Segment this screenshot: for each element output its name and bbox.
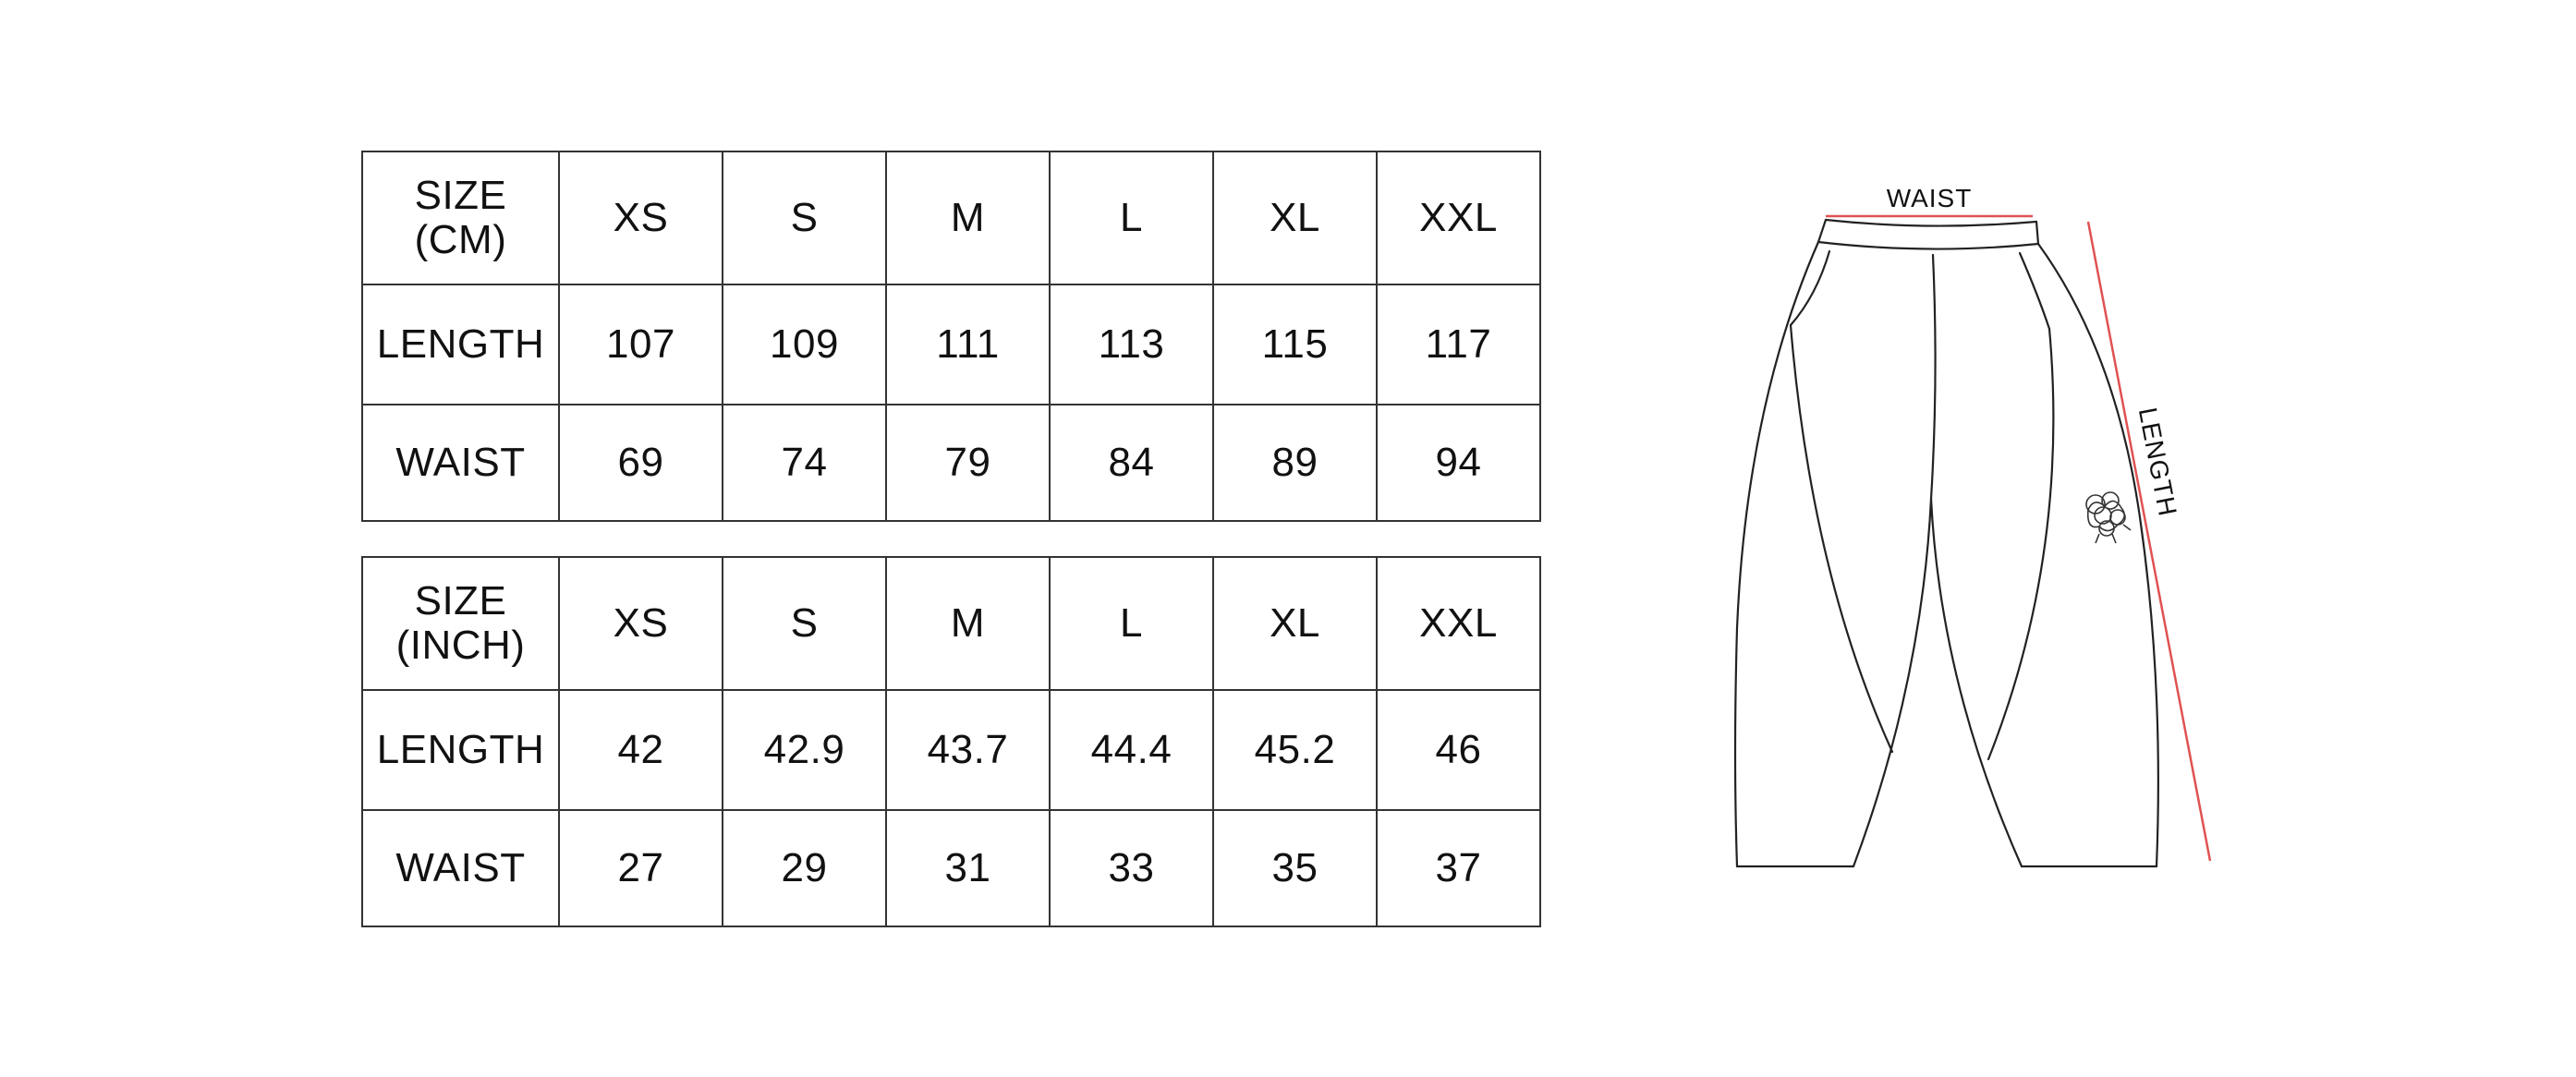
unit-header-label: (INCH) [395, 623, 526, 668]
table-row: WAIST 27 29 31 33 35 37 [361, 809, 1541, 927]
waistband-left [1817, 218, 1828, 244]
table-cell: 79 [885, 404, 1051, 522]
size-header-cell: XS [558, 151, 723, 285]
waistband-bottom [1817, 240, 2040, 250]
table-cell: 37 [1376, 809, 1541, 927]
table-cell: 109 [722, 284, 887, 405]
center-seam [1929, 253, 1937, 501]
size-unit-header: SIZE (CM) [361, 151, 560, 285]
table-cell: 33 [1049, 809, 1214, 927]
size-header-cell: L [1049, 556, 1214, 691]
right-leg-inner [1929, 497, 2023, 868]
left-leg-inner [1852, 497, 1933, 868]
length-measure-line [2086, 221, 2212, 862]
table-cell: 42 [558, 689, 723, 811]
table-cell: 74 [722, 404, 887, 522]
size-header-cell: L [1049, 151, 1214, 285]
size-header-cell: S [722, 151, 887, 285]
table-header-row: SIZE (INCH) XS S M L XL XXL [361, 556, 1541, 691]
waistband-top [1824, 218, 2038, 227]
size-table-inch: SIZE (INCH) XS S M L XL XXL LENGTH 42 42… [361, 556, 1541, 927]
table-cell: 46 [1376, 689, 1541, 811]
size-header-cell: M [885, 556, 1051, 691]
table-cell: 111 [885, 284, 1051, 405]
left-panel-seam [1789, 323, 1894, 754]
table-row: LENGTH 42 42.9 43.7 44.4 45.2 46 [361, 689, 1541, 811]
size-header-cell: S [722, 556, 887, 691]
pants-diagram: WAIST LENGTH [1733, 184, 2212, 868]
table-cell: 107 [558, 284, 723, 405]
size-unit-header: SIZE (INCH) [361, 556, 560, 691]
table-cell: 35 [1212, 809, 1378, 927]
size-header-cell: M [885, 151, 1051, 285]
table-cell: 84 [1049, 404, 1214, 522]
table-cell: 117 [1376, 284, 1541, 405]
right-panel-seam [1987, 327, 2055, 761]
row-label: WAIST [361, 809, 560, 927]
row-label: LENGTH [361, 284, 560, 405]
size-header-label: SIZE [414, 577, 507, 623]
waist-label: WAIST [1887, 184, 1973, 212]
table-cell: 43.7 [885, 689, 1051, 811]
logo-emblem [2085, 491, 2132, 544]
left-leg-outer [1733, 240, 1820, 868]
table-row: LENGTH 107 109 111 113 115 117 [361, 284, 1541, 405]
size-header-label: SIZE [414, 172, 507, 218]
table-cell: 44.4 [1049, 689, 1214, 811]
table-cell: 45.2 [1212, 689, 1378, 811]
table-row: WAIST 69 74 79 84 89 94 [361, 404, 1541, 522]
size-header-cell: XL [1212, 151, 1378, 285]
table-cell: 115 [1212, 284, 1378, 405]
table-cell: 31 [885, 809, 1051, 927]
table-cell: 89 [1212, 404, 1378, 522]
table-cell: 29 [722, 809, 887, 927]
size-header-cell: XS [558, 556, 723, 691]
row-label: LENGTH [361, 689, 560, 811]
table-cell: 94 [1376, 404, 1541, 522]
left-pocket [1789, 249, 1831, 327]
table-cell: 27 [558, 809, 723, 927]
pants-outline [1733, 218, 2159, 868]
right-leg-outer [2036, 242, 2159, 868]
size-header-cell: XXL [1376, 151, 1541, 285]
right-pocket [2018, 251, 2051, 331]
unit-header-label: (CM) [414, 217, 507, 262]
size-header-cell: XXL [1376, 556, 1541, 691]
size-header-cell: XL [1212, 556, 1378, 691]
table-cell: 69 [558, 404, 723, 522]
row-label: WAIST [361, 404, 560, 522]
waistband-right [2035, 220, 2040, 246]
size-table-cm: SIZE (CM) XS S M L XL XXL LENGTH 107 109… [361, 151, 1541, 522]
table-cell: 113 [1049, 284, 1214, 405]
table-header-row: SIZE (CM) XS S M L XL XXL [361, 151, 1541, 285]
table-cell: 42.9 [722, 689, 887, 811]
